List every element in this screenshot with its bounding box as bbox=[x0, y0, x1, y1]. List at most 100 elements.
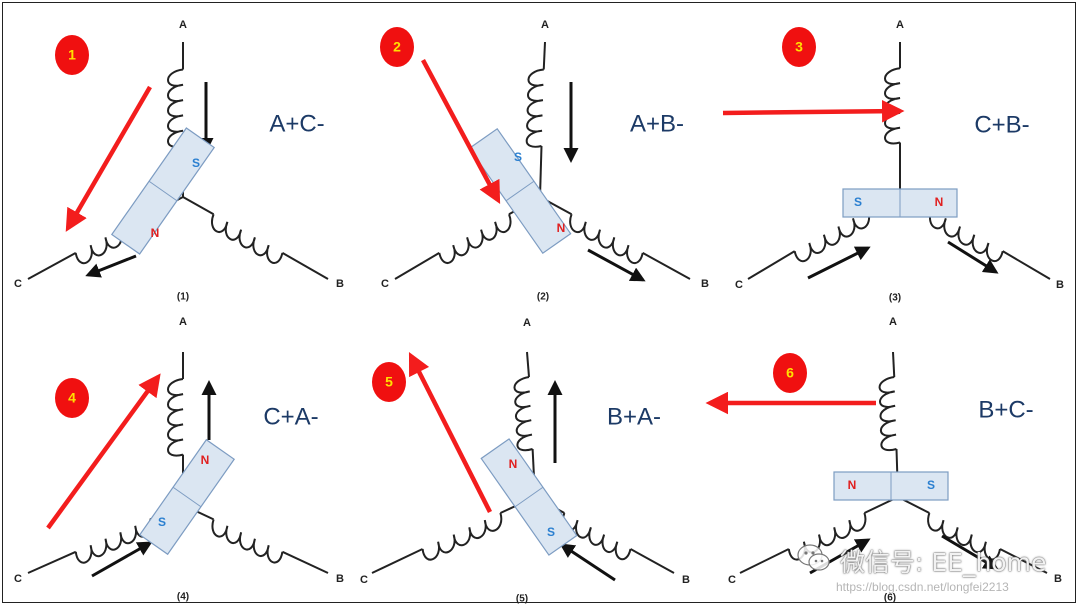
wire-c bbox=[747, 250, 796, 280]
rotor-magnet bbox=[110, 127, 216, 255]
wire-b bbox=[642, 252, 691, 280]
step-badge-1 bbox=[55, 35, 89, 75]
step-badge-6 bbox=[773, 353, 807, 393]
wire-c bbox=[27, 550, 77, 574]
wire-b-center bbox=[182, 196, 215, 216]
magnet-divider bbox=[514, 486, 544, 508]
terminal-label-a: A bbox=[889, 316, 897, 328]
coil-b bbox=[211, 519, 284, 564]
phase-formula: A+B- bbox=[630, 110, 684, 137]
magnet-pole-right: N bbox=[201, 453, 210, 467]
terminal-label-c: C bbox=[14, 278, 22, 290]
field-arrow bbox=[421, 58, 501, 204]
coil-b bbox=[211, 213, 284, 264]
panel-caption: (2) bbox=[537, 292, 549, 303]
phase-formula: C+B- bbox=[974, 111, 1029, 138]
rotor-magnet bbox=[138, 438, 236, 556]
terminal-label-c: C bbox=[735, 279, 743, 291]
current-arrow-2 bbox=[91, 541, 153, 578]
magnet-pole-left: S bbox=[854, 195, 862, 209]
magnet-pole-left: S bbox=[547, 525, 555, 539]
magnet-pole-right: N bbox=[557, 221, 566, 235]
phase-formula: C+A- bbox=[263, 403, 318, 430]
current-arrow-2 bbox=[587, 248, 646, 282]
wire-b bbox=[999, 548, 1048, 574]
coil-b bbox=[561, 512, 632, 561]
current-arrow-2 bbox=[559, 543, 616, 582]
coil-b bbox=[569, 213, 644, 265]
rotor-magnet bbox=[842, 188, 958, 218]
terminal-label-c: C bbox=[728, 574, 736, 586]
magnet-pole-right: N bbox=[935, 195, 944, 209]
wire-c bbox=[394, 252, 440, 280]
magnet-pole-left: N bbox=[848, 478, 857, 492]
rotor-magnet bbox=[468, 127, 572, 255]
magnet-pole-left: S bbox=[192, 156, 200, 170]
terminal-label-b: B bbox=[336, 278, 344, 290]
coil-a bbox=[525, 68, 544, 148]
magnet-pole-left: S bbox=[514, 150, 522, 164]
terminal-label-a: A bbox=[179, 19, 187, 31]
phase-formula: A+C- bbox=[269, 110, 324, 137]
step-number: 5 bbox=[385, 374, 393, 390]
magnet-divider bbox=[505, 180, 535, 202]
coil-c bbox=[421, 512, 503, 561]
field-arrow bbox=[46, 373, 161, 530]
terminal-label-a: A bbox=[541, 19, 549, 31]
step-number: 4 bbox=[68, 390, 76, 406]
wire-c bbox=[27, 252, 77, 280]
rotor-magnet bbox=[833, 471, 949, 501]
terminal-label-c: C bbox=[381, 278, 389, 290]
rotor-magnet bbox=[480, 438, 578, 556]
terminal-label-a: A bbox=[896, 19, 904, 31]
terminal-label-b: B bbox=[336, 573, 344, 585]
step-badge-5 bbox=[372, 362, 406, 402]
step-number: 3 bbox=[795, 39, 803, 55]
wire-a-center bbox=[539, 145, 543, 198]
wire-b bbox=[281, 252, 329, 280]
current-arrow-1 bbox=[807, 246, 871, 280]
terminal-label-a: A bbox=[523, 317, 531, 329]
coil-c bbox=[438, 213, 512, 264]
wire-b bbox=[282, 550, 329, 574]
wire-b bbox=[630, 548, 675, 574]
wire-a bbox=[526, 351, 530, 378]
wire-a bbox=[542, 41, 546, 70]
magnet-pole-left: S bbox=[158, 515, 166, 529]
step-badge-3 bbox=[782, 27, 816, 67]
step-number: 6 bbox=[786, 365, 794, 381]
wechat-icon bbox=[796, 540, 832, 576]
panel-caption: (1) bbox=[177, 292, 189, 303]
coil-b bbox=[929, 209, 1004, 263]
watermark-url: https://blog.csdn.net/longfei2213 bbox=[836, 580, 1009, 594]
coil-c bbox=[74, 519, 152, 564]
magnet-divider bbox=[172, 486, 202, 508]
terminal-label-c: C bbox=[14, 573, 22, 585]
coil-a bbox=[167, 68, 184, 148]
step-badge-4 bbox=[55, 378, 89, 418]
step-badge-2 bbox=[380, 27, 414, 67]
terminal-label-b: B bbox=[682, 574, 690, 586]
panel-caption: (4) bbox=[177, 592, 189, 603]
step-number: 2 bbox=[393, 39, 401, 55]
coil-a bbox=[167, 378, 184, 457]
panel-caption: (5) bbox=[516, 594, 528, 605]
current-arrow-2 bbox=[947, 240, 999, 274]
current-arrow-2 bbox=[941, 534, 999, 570]
terminal-label-c: C bbox=[360, 574, 368, 586]
wire-c bbox=[371, 548, 423, 574]
field-arrow bbox=[722, 99, 905, 123]
panel-caption: (3) bbox=[889, 293, 901, 304]
watermark-text: 微信号: EE_home bbox=[840, 548, 1047, 577]
terminal-label-b: B bbox=[1054, 573, 1062, 585]
wire-c bbox=[739, 548, 790, 574]
phase-formula: B+C- bbox=[978, 396, 1033, 423]
phase-formula: B+A- bbox=[607, 403, 661, 430]
magnet-pole-right: N bbox=[151, 226, 160, 240]
